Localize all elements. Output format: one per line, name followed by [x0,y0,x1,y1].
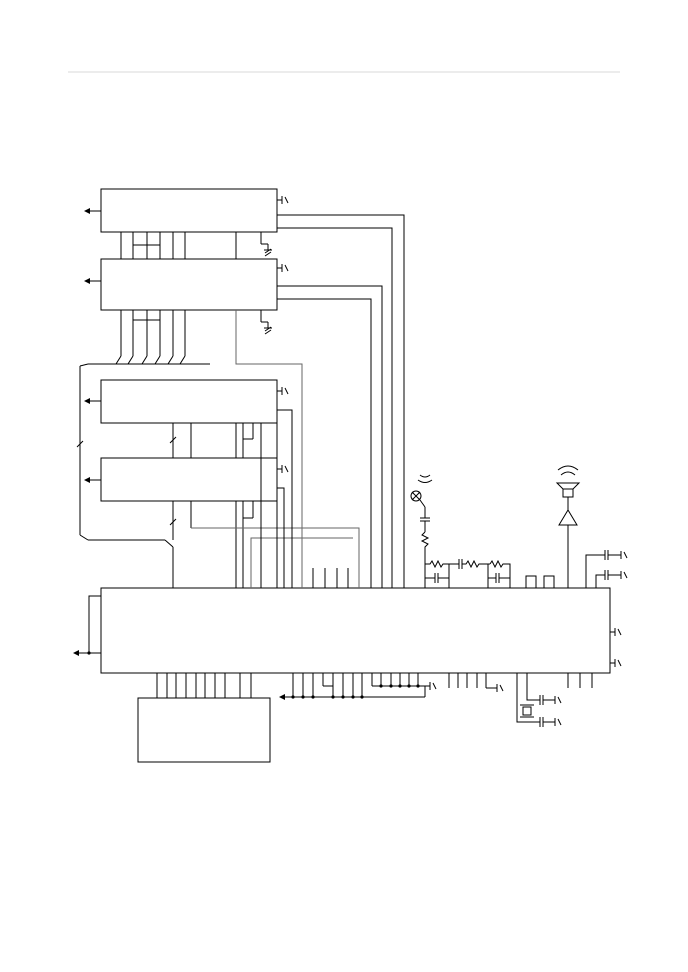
main-controller [100,587,611,674]
bus-lower [169,423,254,588]
lower-ic [137,697,271,763]
right-capacitors [585,550,628,668]
bus-mid [76,310,210,588]
main-left-feed [87,595,101,655]
middle-ic-2 [100,457,278,502]
gray-signal-lines [191,310,360,588]
bus-upper [120,232,237,259]
ground-icon [260,195,289,474]
bottom-bus [279,673,437,700]
upper-ic-1 [100,188,278,233]
resistor-icon [420,531,511,588]
middle-ic-1 [100,379,278,424]
capacitor-icon [420,517,430,532]
upper-ic-2 [100,258,278,311]
speaker-icon [555,465,581,498]
lower-bus [156,673,252,698]
right-bottom-pins [448,673,593,693]
control-wires [260,214,405,588]
amplifier-icon [558,497,578,588]
microphone-icon [410,474,433,518]
filter-capacitors [424,564,510,588]
switch-stubs [525,575,555,588]
block-output-arrows [73,208,101,656]
crystal-icon [516,673,562,727]
